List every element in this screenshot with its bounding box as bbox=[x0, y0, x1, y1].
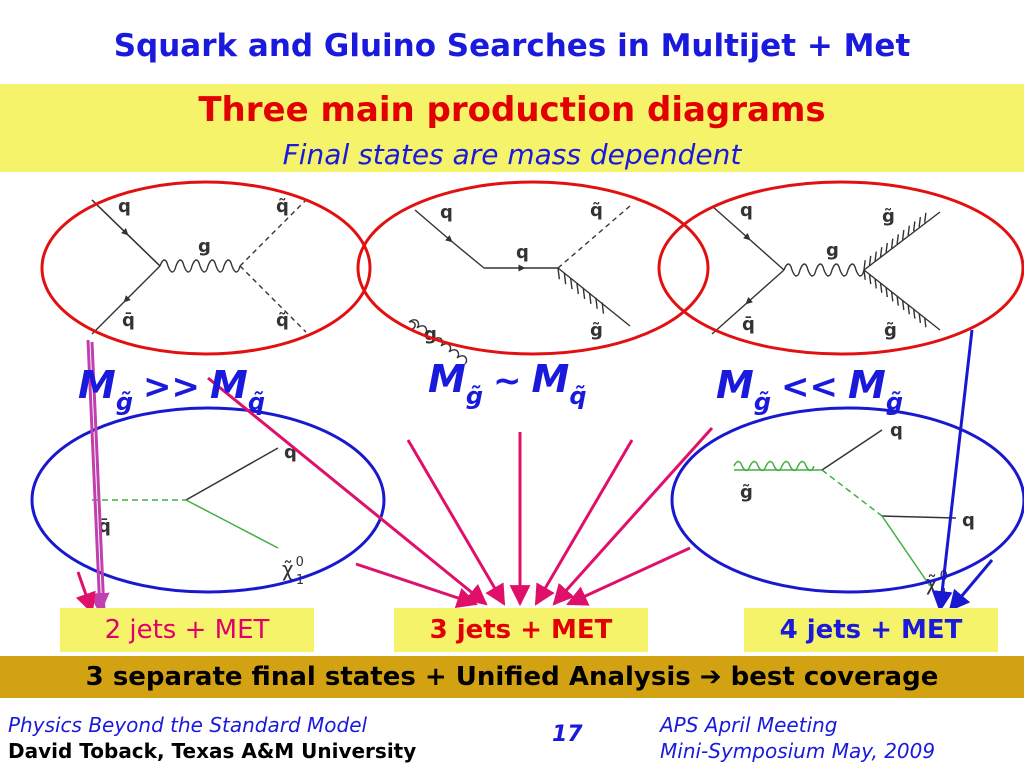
page-number: 17 bbox=[552, 722, 583, 747]
arrow-d1-to-3jets bbox=[207, 376, 488, 606]
summary-arrow-icon: ➔ bbox=[699, 662, 722, 692]
d2-q-in: q bbox=[440, 202, 453, 223]
d1-q-in: q bbox=[118, 196, 131, 217]
slide-subheading: Final states are mass dependent bbox=[282, 138, 742, 171]
footer-right-line1: APS April Meeting bbox=[660, 713, 838, 737]
ellipse-diagram-2 bbox=[356, 180, 710, 356]
arrow-d1-to-2jets bbox=[86, 339, 110, 615]
slide-heading: Three main production diagrams bbox=[198, 90, 826, 130]
d1-antisquark-out: q̃ bbox=[276, 310, 289, 331]
ellipse-diagram-1 bbox=[40, 180, 372, 356]
d3-q-in: q bbox=[740, 200, 753, 221]
mass-relation-1: Mg̃>>Mq̃ bbox=[78, 363, 266, 416]
arrow-d1-to-2jets-b bbox=[90, 341, 106, 613]
footer-left-line1: Physics Beyond the Standard Model bbox=[8, 713, 368, 737]
d3-qbar-in: q̄ bbox=[742, 314, 755, 335]
summary-text-right: best coverage bbox=[730, 662, 939, 692]
arrow-d2-left-to-3jets bbox=[406, 439, 506, 606]
d1-qbar-in: q̄ bbox=[122, 310, 135, 331]
d1-g-mid: g bbox=[198, 236, 211, 257]
decay-right-gluino-in: g̃ bbox=[740, 482, 753, 503]
gluino-gluon-line bbox=[733, 460, 815, 472]
heading-band bbox=[0, 84, 1024, 172]
arrow-decayright-to-3jets bbox=[566, 546, 691, 606]
arrows bbox=[75, 329, 994, 615]
arrow-d3-to-3jets bbox=[552, 426, 714, 606]
summary-text-left: 3 separate final states + Unified Analys… bbox=[85, 662, 691, 692]
footer-right: APS April Meeting Mini-Symposium May, 20… bbox=[660, 712, 935, 764]
mass-relation-2: Mg̃~Mq̃ bbox=[428, 357, 587, 410]
ellipse-decay-left bbox=[30, 406, 386, 594]
d1-squark-out: q̃ bbox=[276, 196, 289, 217]
arrow-d2-right-to-3jets bbox=[534, 439, 634, 606]
slide-title: Squark and Gluino Searches in Multijet +… bbox=[113, 28, 911, 64]
footer-right-line2: Mini-Symposium May, 2009 bbox=[660, 739, 936, 763]
arrow-decayleft-to-3jets bbox=[355, 562, 478, 608]
decay-right-q-out1: q bbox=[890, 420, 903, 441]
d2-gluino-out: g̃ bbox=[590, 320, 603, 341]
arrow-decayleft-to-2jets bbox=[75, 571, 96, 614]
diagram-qqbar-to-gluinos bbox=[711, 205, 941, 335]
final-state-4jets: 4 jets + MET bbox=[744, 608, 998, 652]
d2-squark-out: q̃ bbox=[590, 200, 603, 221]
gluon-line bbox=[159, 259, 241, 273]
arrow-decayright-to-4jets bbox=[948, 559, 994, 612]
footer-left: Physics Beyond the Standard Model David … bbox=[8, 712, 416, 764]
gluon-line bbox=[783, 263, 865, 277]
d2-q-mid: q bbox=[516, 242, 529, 263]
footer-left-line2: David Toback, Texas A&M University bbox=[8, 739, 417, 763]
decay-right-q-out2: q bbox=[962, 510, 975, 531]
final-state-2jets: 2 jets + MET bbox=[60, 608, 314, 652]
ellipse-diagram-3 bbox=[657, 180, 1024, 356]
mass-relation-3: Mg̃<<Mg̃ bbox=[716, 363, 904, 416]
arrow-d3-to-4jets bbox=[931, 329, 974, 613]
d3-g-mid: g bbox=[826, 240, 839, 261]
d3-gluino-out1: g̃ bbox=[882, 206, 895, 227]
decay-gluino bbox=[733, 429, 957, 587]
final-state-3jets: 3 jets + MET bbox=[394, 608, 648, 652]
diagram-qqbar-to-squarks bbox=[91, 199, 307, 335]
decay-squark bbox=[92, 447, 279, 549]
d3-gluino-out2: g̃ bbox=[884, 320, 897, 341]
ellipse-decay-right bbox=[670, 406, 1024, 594]
summary-band: 3 separate final states + Unified Analys… bbox=[0, 656, 1024, 698]
